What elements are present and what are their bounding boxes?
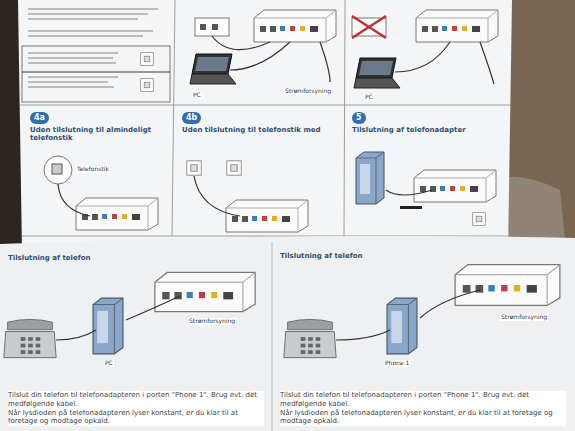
instruction-panel: Tilslutning af telefonTilslut din telefo… [2, 250, 270, 430]
panel-heading: Tilslutning af telefon [8, 254, 264, 262]
part-label: PC [364, 94, 374, 101]
part-label: PC [104, 360, 114, 367]
instruction-text: Når lysdioden på telefonadapteren lyser … [8, 409, 264, 427]
panel-heading: Tilslutning af telefon [280, 252, 566, 260]
step-number: 4b [182, 112, 201, 124]
instruction-text: Når lysdioden på telefonadapteren lyser … [280, 409, 566, 427]
part-label: Phone 1 [384, 360, 410, 367]
instruction-text: Tilslut din telefon til telefonadapteren… [8, 391, 264, 409]
part-label: PC [192, 92, 202, 99]
step-number: 4a [30, 112, 49, 124]
part-label: Strømforsyning [500, 314, 548, 321]
panel-heading: Tilslutning af telefonadapter [352, 126, 500, 134]
panel-heading: Uden tilslutning til almindeligt telefon… [30, 126, 164, 143]
part-label: Telefonstik [76, 166, 110, 173]
instruction-text: Tilslut din telefon til telefonadapteren… [280, 391, 566, 409]
instruction-panel: 4aUden tilslutning til almindeligt telef… [24, 108, 170, 158]
instruction-panel: 4bUden tilslutning til telefonstik med [176, 108, 342, 158]
instruction-panel: Tilslutning af telefonTilslut din telefo… [274, 248, 572, 430]
part-label: Strømforsyning [188, 318, 236, 325]
part-label: Strømforsyning [284, 88, 332, 95]
instruction-panel: 5Tilslutning af telefonadapter [346, 108, 506, 148]
panel-heading: Uden tilslutning til telefonstik med [182, 126, 336, 134]
step-number: 5 [352, 112, 366, 124]
